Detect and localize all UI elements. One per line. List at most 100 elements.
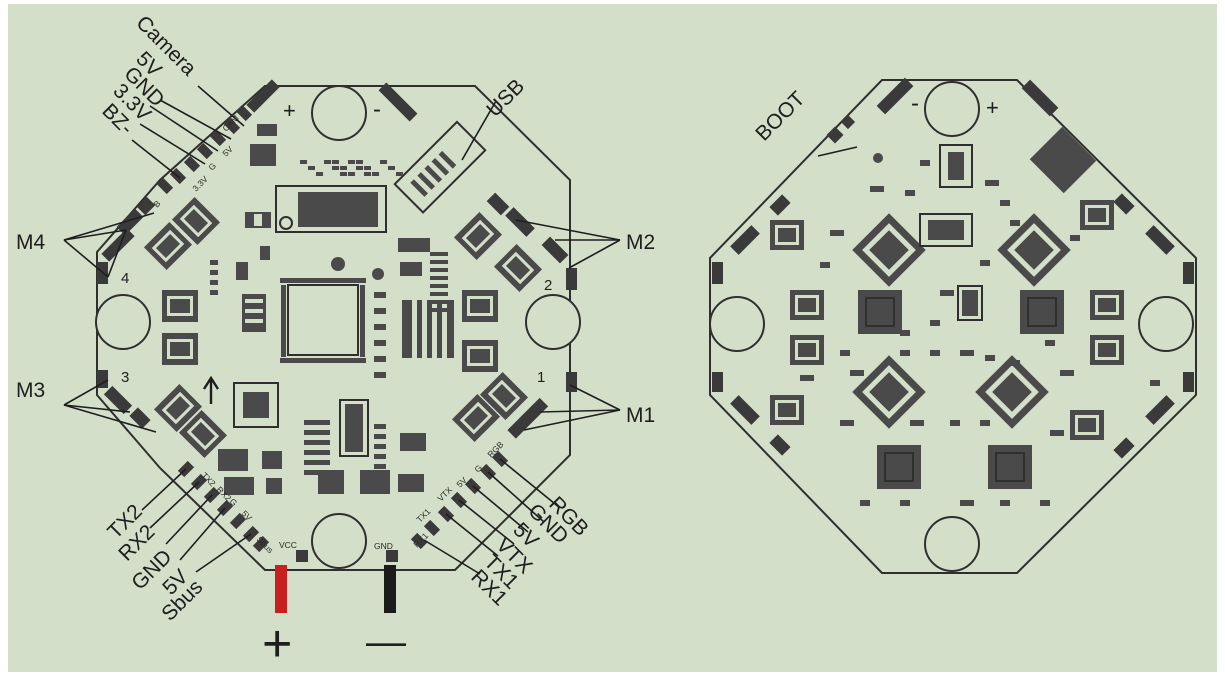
motor-number-2: 2	[544, 277, 552, 294]
gnd-br-line	[487, 471, 545, 523]
smd-part	[304, 440, 330, 445]
smd-part	[374, 464, 386, 469]
smd-part	[985, 180, 999, 186]
edge-pad	[566, 268, 577, 290]
boot-line	[817, 146, 858, 157]
vcc-silk: VCC	[279, 540, 297, 550]
smd-part	[940, 290, 954, 296]
m2-line	[568, 239, 621, 269]
smd-part	[348, 160, 355, 164]
mosfet	[770, 220, 804, 250]
power-chip-die	[995, 452, 1025, 482]
mosfet	[153, 383, 203, 433]
m2-line	[515, 219, 621, 241]
silk-b-top: B	[151, 198, 162, 209]
ic-outline	[919, 213, 973, 247]
mosfet	[451, 393, 501, 443]
ic-core	[928, 220, 964, 240]
mosfet-core	[778, 403, 796, 417]
gnd-pad-silk: GND	[374, 541, 393, 551]
edge-pad	[876, 77, 914, 115]
5v-bl-line	[179, 507, 226, 561]
smd-part	[308, 166, 315, 170]
component	[257, 124, 277, 136]
boot-pad	[840, 114, 856, 130]
mosfet-core	[1088, 208, 1106, 222]
driver-core	[992, 372, 1032, 412]
mosfet	[790, 335, 824, 365]
power-chip-die	[884, 452, 914, 482]
callout-lines	[63, 85, 858, 575]
motor4-pad	[116, 208, 144, 236]
flight-controller-bottom-view	[709, 79, 1197, 574]
smd-part	[950, 420, 960, 426]
capacitor	[372, 268, 384, 280]
connector	[262, 451, 282, 469]
ic-chip	[339, 399, 369, 457]
mosfet-core	[165, 395, 191, 421]
smd-part	[840, 350, 850, 356]
ic-outline	[957, 285, 983, 321]
silk-g-br: G	[472, 463, 484, 475]
edge-pad	[1145, 225, 1175, 255]
mount-hole-top	[924, 81, 980, 137]
edge-pad	[712, 262, 723, 284]
smd-part	[374, 434, 386, 439]
usb-pin	[424, 165, 443, 183]
component	[360, 470, 390, 494]
smd-part	[304, 450, 330, 455]
bz-line	[131, 139, 181, 179]
smd-part	[364, 166, 371, 170]
smd-part	[324, 160, 331, 164]
smd-part	[374, 292, 386, 298]
mosfet-core	[778, 228, 796, 242]
mosfet	[790, 290, 824, 320]
m3-line	[63, 379, 109, 406]
silk-g-top: G	[206, 161, 218, 173]
driver-core	[869, 372, 909, 412]
smd-part	[960, 500, 974, 506]
orientation-arrow-icon	[202, 375, 220, 404]
mount-hole-right	[1138, 296, 1194, 352]
mosfet	[162, 333, 198, 365]
sbus-line	[195, 533, 252, 573]
ic-core	[345, 404, 363, 452]
ic-core	[948, 152, 964, 180]
mosfet-core	[183, 208, 209, 234]
gnd-pad	[386, 550, 398, 562]
battery-plus-label: +	[262, 615, 292, 673]
battery-minus-label: —	[366, 620, 406, 664]
mosfet	[171, 196, 221, 246]
mosfet-core	[170, 342, 190, 356]
capacitor	[331, 257, 345, 271]
smd-part	[316, 172, 323, 176]
driver-chip	[997, 213, 1071, 287]
battery-negative-wire	[384, 565, 396, 613]
edge-pin-pad	[183, 155, 201, 173]
smd-part	[380, 160, 387, 164]
edge-pin-pad	[156, 177, 174, 195]
edge-pad	[730, 225, 760, 255]
mosfet	[1090, 290, 1124, 320]
mosfet	[162, 290, 198, 322]
component	[400, 262, 422, 276]
smd-part	[900, 350, 910, 356]
3v3-line	[139, 123, 206, 165]
smd-part	[356, 166, 363, 170]
smd-part	[980, 420, 990, 426]
power-chip	[1020, 290, 1064, 334]
smd-part	[340, 172, 347, 176]
led	[260, 246, 270, 260]
motor2-pad	[541, 236, 569, 264]
5v-line	[159, 99, 232, 140]
smd-part	[304, 430, 330, 435]
controller-dot	[279, 216, 293, 230]
smd-part	[985, 355, 995, 361]
m1-label: M1	[626, 404, 655, 427]
smd-part	[374, 324, 386, 330]
edge-pad	[712, 372, 723, 392]
driver-core	[869, 230, 909, 270]
m1-line	[569, 384, 621, 411]
gyro-chip	[233, 382, 279, 428]
smd-part	[210, 270, 218, 275]
